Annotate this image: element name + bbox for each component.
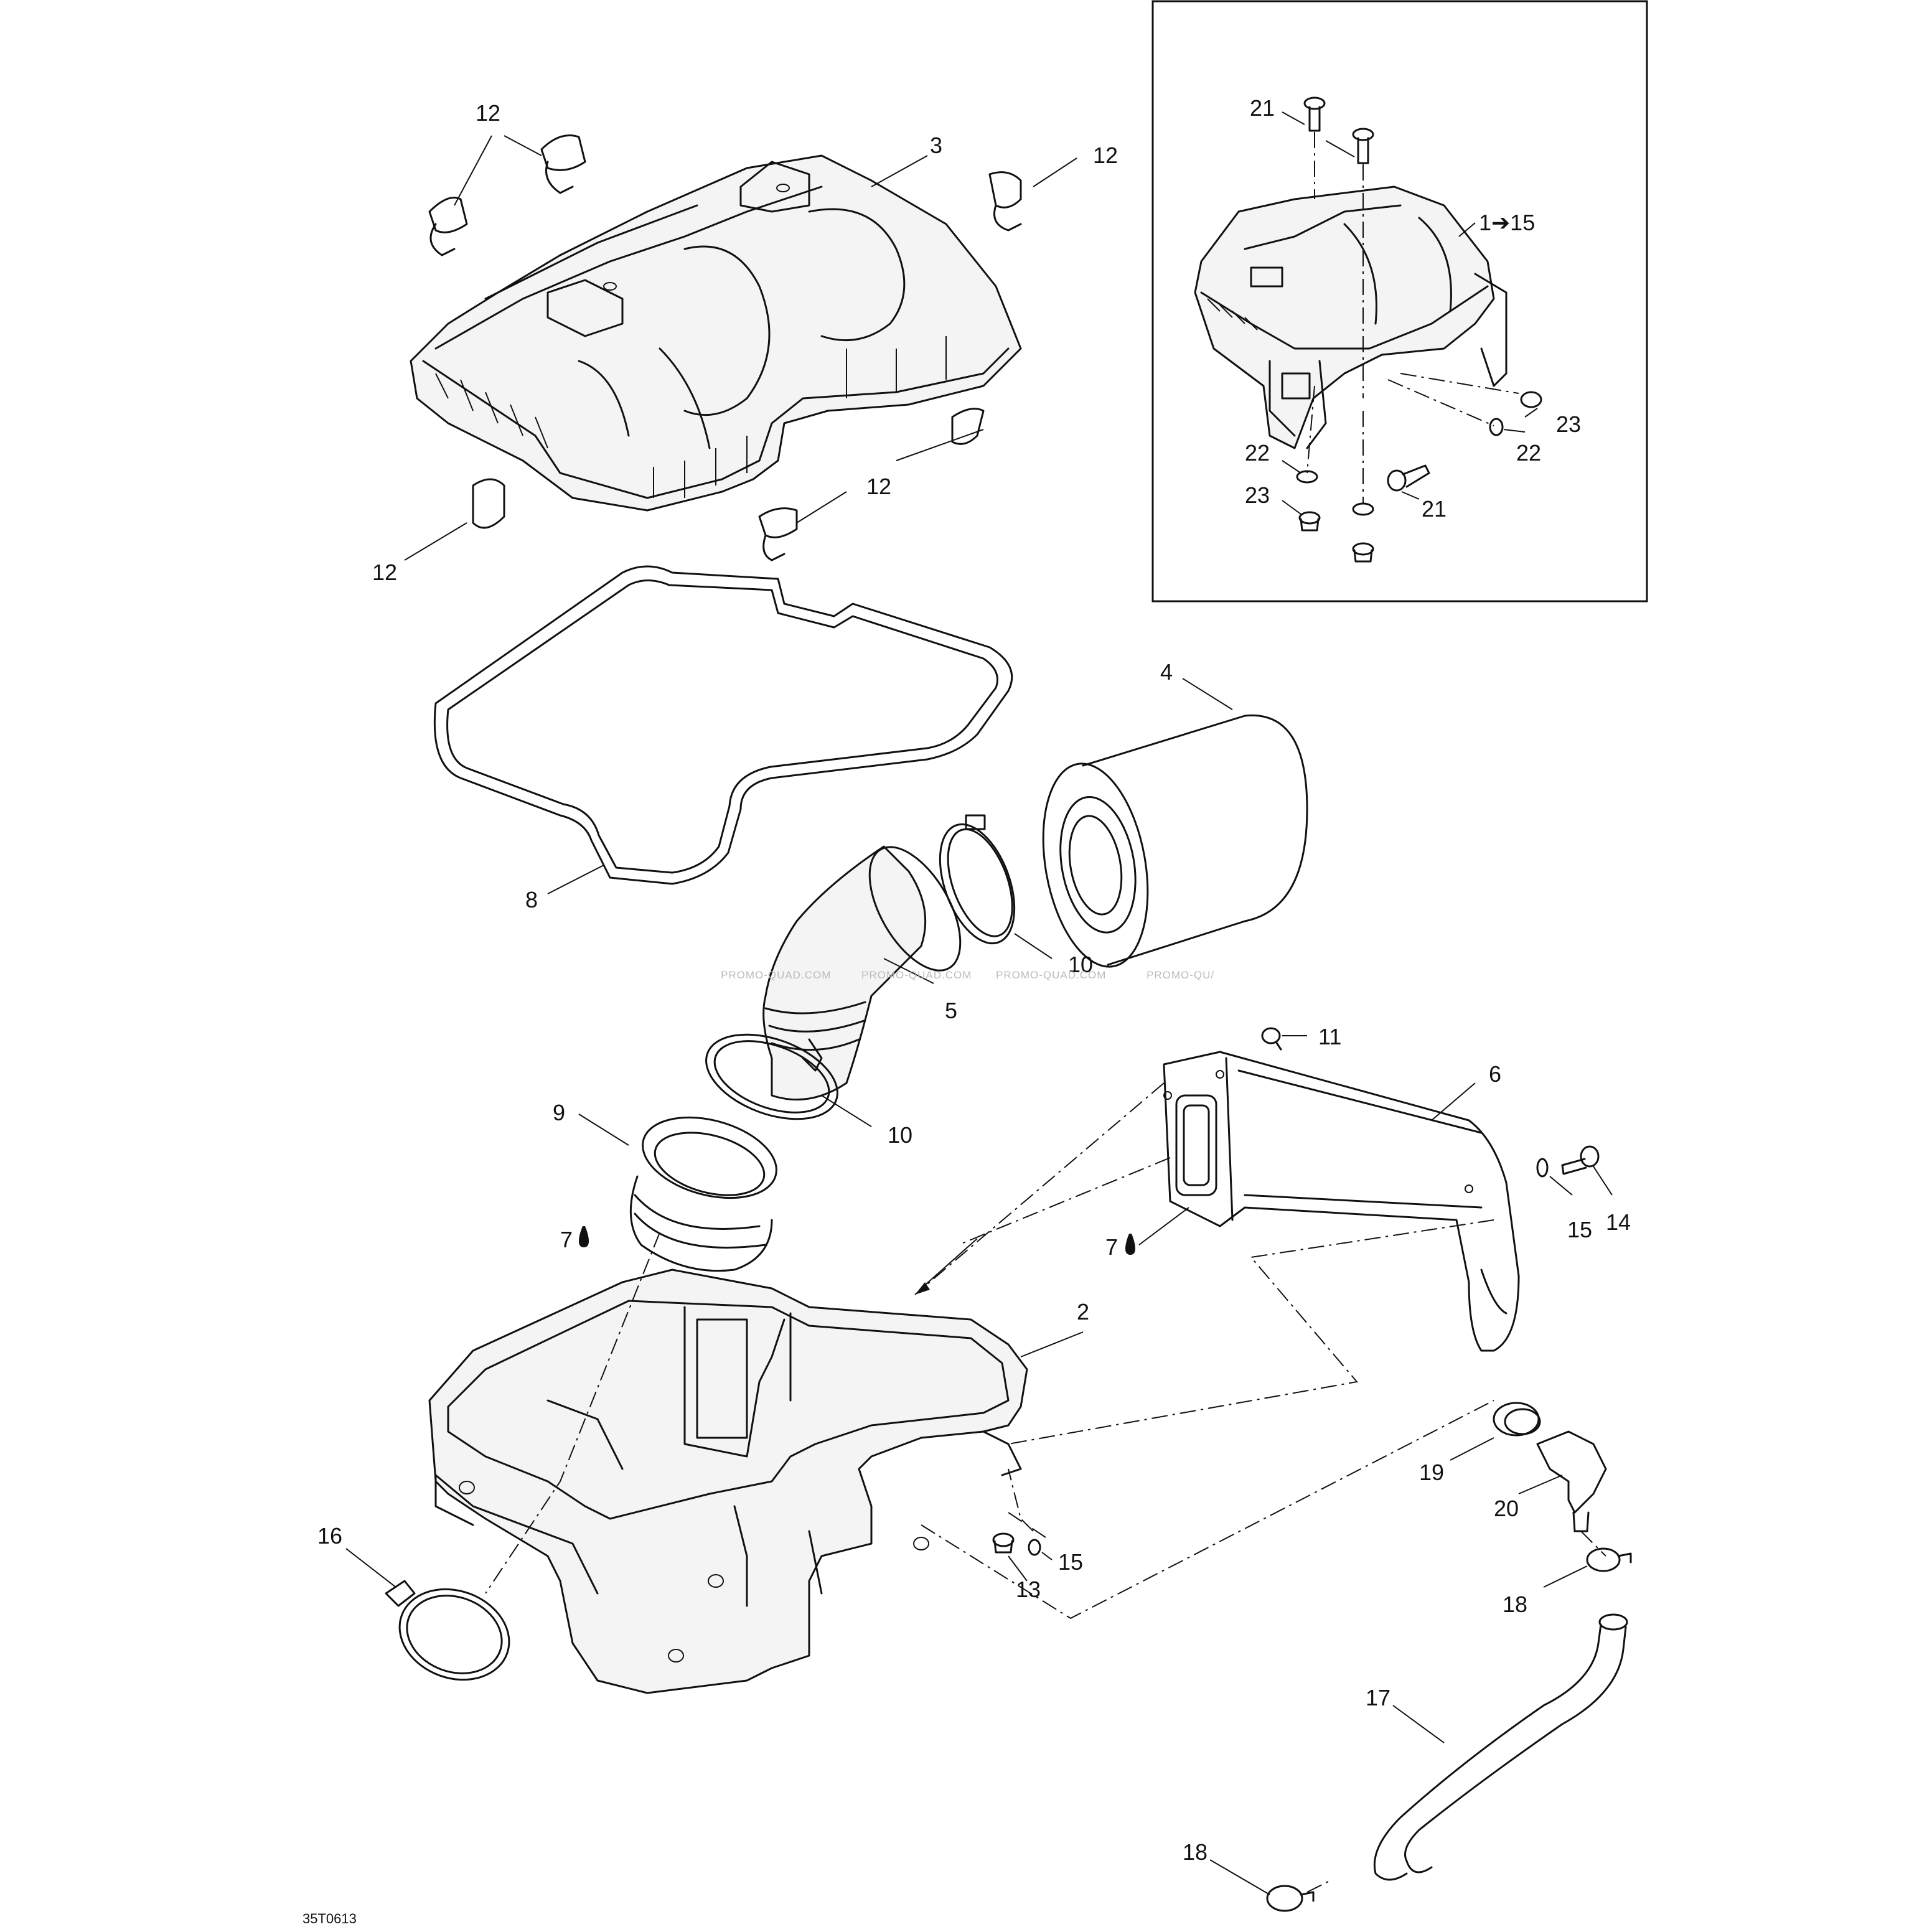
label-12-bottom-left: 12 (372, 560, 397, 585)
nut-23-right (1520, 391, 1542, 408)
drop-icon (579, 1226, 589, 1247)
clamp-10-lower (705, 1033, 838, 1120)
clamp-16 (385, 1580, 510, 1681)
label-14: 14 (1606, 1209, 1631, 1235)
clip-12 (951, 408, 985, 445)
screw-11 (1261, 1027, 1282, 1051)
label-20: 20 (1494, 1496, 1519, 1521)
bolt-21-top-right (1352, 128, 1374, 164)
bolt-14 (1561, 1145, 1600, 1175)
watermark: PROMO-QUAD.COM (721, 969, 831, 981)
label-18-upper: 18 (1503, 1592, 1527, 1617)
clip-12 (758, 507, 798, 561)
clamp-18-lower (1266, 1885, 1315, 1912)
clip-12 (428, 197, 468, 256)
label-11: 11 (1318, 1024, 1341, 1049)
label-23-right: 23 (1556, 411, 1581, 437)
arrow-right-icon (915, 1282, 930, 1295)
label-17: 17 (1366, 1685, 1390, 1710)
washer-22-right (1489, 418, 1504, 436)
nut-13 (992, 1532, 1015, 1554)
clamp-10-upper (939, 814, 1016, 945)
label-10-lower: 10 (888, 1122, 912, 1148)
label-21-bottom: 21 (1422, 496, 1447, 522)
intake-elbow-hose (762, 845, 962, 1101)
label-1-to-15: 1➔15 (1479, 210, 1535, 235)
drop-icon (1125, 1234, 1135, 1255)
drawing-number: 35T0613 (302, 1911, 357, 1926)
drain-hose-17 (1373, 1613, 1628, 1881)
label-22-left: 22 (1245, 440, 1270, 466)
label-13: 13 (1016, 1577, 1041, 1602)
watermark: PROMO-QU/ (1147, 969, 1214, 981)
label-15-base: 15 (1058, 1549, 1083, 1575)
washer-22-mid (1352, 502, 1374, 516)
watermark: PROMO-QUAD.COM (996, 969, 1106, 981)
air-filter (1042, 714, 1308, 968)
label-3: 3 (930, 133, 942, 158)
air-box-cover (410, 154, 1022, 512)
nut-23-left (1298, 511, 1321, 532)
air-box-boot (629, 1116, 777, 1272)
air-box-base (428, 1268, 1028, 1694)
label-21-top: 21 (1250, 95, 1275, 121)
clip-12 (540, 134, 586, 194)
clamp-18-upper (1586, 1547, 1632, 1572)
label-4: 4 (1160, 659, 1173, 685)
clip-12 (472, 478, 505, 529)
watermark: PROMO-QUAD.COM (861, 969, 972, 981)
bolt-21-lower (1387, 464, 1430, 492)
label-23-left: 23 (1245, 482, 1270, 508)
grommet-19 (1493, 1402, 1541, 1437)
label-2: 2 (1077, 1299, 1089, 1325)
label-9: 9 (553, 1100, 565, 1125)
washer-15-base (1028, 1539, 1041, 1556)
label-12-top-left: 12 (476, 100, 500, 126)
label-18-lower: 18 (1183, 1839, 1208, 1865)
label-7-duct: 7 (1105, 1234, 1118, 1260)
air-duct (1163, 1051, 1520, 1352)
nut-23-mid (1352, 542, 1374, 563)
label-22-right: 22 (1516, 440, 1541, 466)
air-box-assembly-drawing (1194, 185, 1508, 449)
label-12-top-right: 12 (1093, 143, 1118, 168)
inset-frame (1151, 0, 1648, 603)
label-16: 16 (317, 1523, 342, 1549)
label-8: 8 (525, 887, 538, 912)
washer-22-left (1296, 470, 1318, 484)
washer-15-duct (1536, 1158, 1549, 1178)
label-6: 6 (1489, 1061, 1501, 1087)
bolt-21-top-left (1303, 96, 1326, 132)
label-12-mid-right: 12 (866, 474, 891, 499)
label-5: 5 (945, 998, 957, 1023)
label-15-duct: 15 (1567, 1217, 1592, 1242)
clip-12 (988, 171, 1022, 232)
label-7-boot: 7 (560, 1227, 573, 1252)
gasket (433, 565, 1013, 885)
label-10-upper: 10 (1068, 952, 1093, 977)
label-19: 19 (1419, 1460, 1444, 1485)
